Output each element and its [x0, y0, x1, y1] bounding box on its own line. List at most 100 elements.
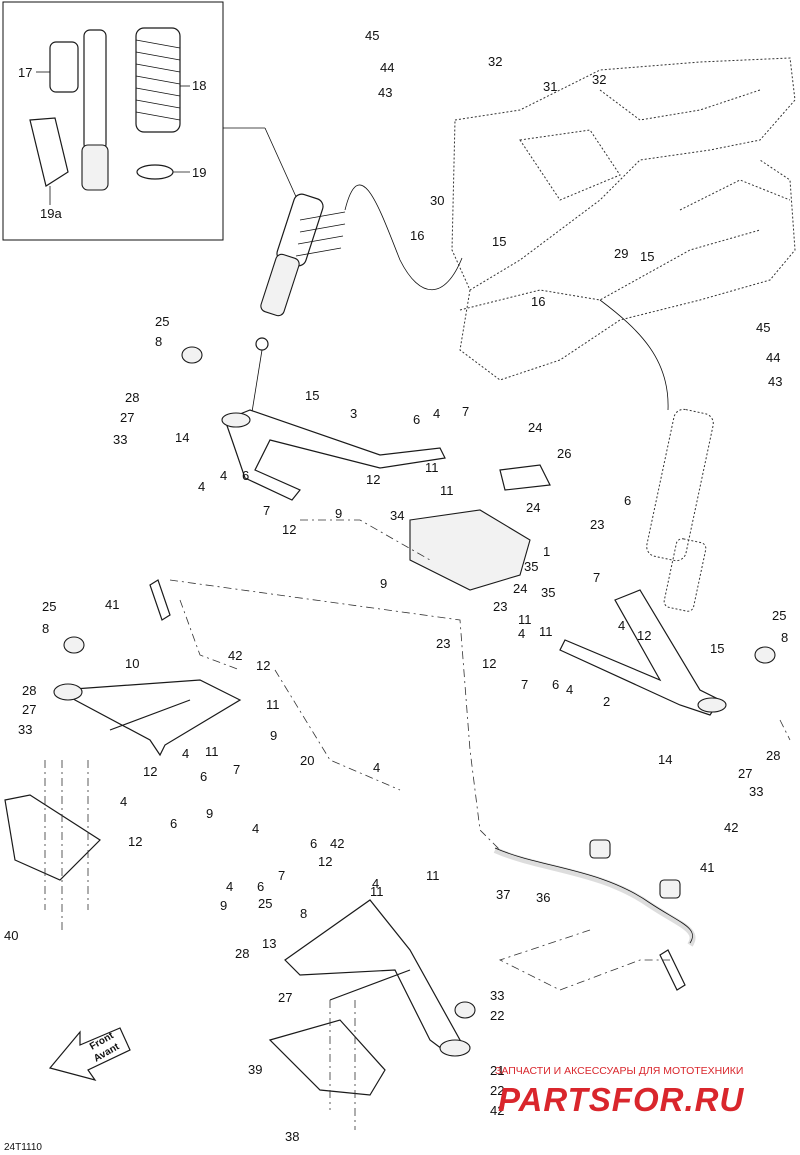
sway-link-left: [149, 579, 171, 621]
callout-42: 42: [724, 820, 738, 835]
callout-4: 4: [618, 618, 625, 633]
callout-7: 7: [521, 677, 528, 692]
callout-28: 28: [22, 683, 36, 698]
callout-33: 33: [490, 988, 504, 1003]
callout-6: 6: [200, 769, 207, 784]
callout-33: 33: [749, 784, 763, 799]
callout-4: 4: [566, 682, 573, 697]
callout-33: 33: [113, 432, 127, 447]
callout-28: 28: [125, 390, 139, 405]
callout-15: 15: [640, 249, 654, 264]
callout-12: 12: [366, 472, 380, 487]
diagram-code: 24T1110: [4, 1142, 42, 1153]
callout-4: 4: [433, 406, 440, 421]
assembly-lines: [44, 519, 791, 1130]
callout-12: 12: [637, 628, 651, 643]
callout-44: 44: [766, 350, 780, 365]
callout-6: 6: [170, 816, 177, 831]
callout-4: 4: [226, 879, 233, 894]
callout-6: 6: [242, 468, 249, 483]
callout-11: 11: [266, 697, 280, 712]
callout-45: 45: [365, 28, 379, 43]
shock-route-curve: [344, 184, 463, 290]
callout-24: 24: [526, 500, 540, 515]
callout-40: 40: [4, 928, 18, 943]
callout-41: 41: [700, 860, 714, 875]
callout-41: 41: [105, 597, 119, 612]
callout-37: 37: [496, 887, 510, 902]
sway-link-right: [659, 949, 686, 991]
callout-25: 25: [155, 314, 169, 329]
callout-24: 24: [528, 420, 542, 435]
callout-8: 8: [300, 906, 307, 921]
callout-25: 25: [42, 599, 56, 614]
callout-4: 4: [372, 876, 379, 891]
callout-4: 4: [518, 626, 525, 641]
shock-body: [83, 29, 107, 151]
callout-32: 32: [592, 72, 606, 87]
callout-8: 8: [42, 621, 49, 636]
ball-joints: [63, 346, 776, 1019]
callout-4: 4: [220, 468, 227, 483]
callout-39: 39: [248, 1062, 262, 1077]
inset-frame: [2, 1, 224, 241]
callout-27: 27: [278, 990, 292, 1005]
callout-25: 25: [772, 608, 786, 623]
callout-43: 43: [768, 374, 782, 389]
callout-4: 4: [373, 760, 380, 775]
callout-4: 4: [198, 479, 205, 494]
callout-4: 4: [120, 794, 127, 809]
center-bracket: [409, 464, 551, 591]
callout-27: 27: [738, 766, 752, 781]
shock-reservoir: [49, 41, 79, 93]
callout-15: 15: [492, 234, 506, 249]
front-shock-left: [255, 193, 346, 351]
sway-bar: [493, 847, 696, 947]
skid-plate-right: [268, 1019, 386, 1096]
callout-12: 12: [128, 834, 142, 849]
callout-11: 11: [426, 868, 440, 883]
callout-34: 34: [390, 508, 404, 523]
callout-13: 13: [262, 936, 276, 951]
callout-6: 6: [552, 677, 559, 692]
callout-11: 11: [205, 744, 219, 759]
callout-1: 1: [543, 544, 550, 559]
callout-9: 9: [270, 728, 277, 743]
watermark-logo: PARTSFOR.RU: [498, 1081, 744, 1118]
callout-22: 22: [490, 1083, 504, 1098]
callout-44: 44: [380, 60, 394, 75]
callout-7: 7: [233, 762, 240, 777]
callout-9: 9: [380, 576, 387, 591]
callout-2: 2: [603, 694, 610, 709]
callout-12: 12: [282, 522, 296, 537]
callout-27: 27: [22, 702, 36, 717]
callout-11: 11: [425, 460, 439, 475]
callout-14: 14: [175, 430, 189, 445]
callout-6: 6: [624, 493, 631, 508]
callout-28: 28: [235, 946, 249, 961]
callout-36: 36: [536, 890, 550, 905]
callout-19a: 19a: [40, 206, 62, 221]
front-shock-right: [646, 408, 714, 612]
vehicle-frame: [451, 57, 796, 381]
callout-15: 15: [305, 388, 319, 403]
front-direction-arrow: Front Avant: [48, 1027, 131, 1082]
callout-23: 23: [590, 517, 604, 532]
shock-parts-inset: 17 18 19 19a: [2, 1, 224, 241]
callout-43: 43: [378, 85, 392, 100]
callout-45: 45: [756, 320, 770, 335]
callout-3: 3: [350, 406, 357, 421]
callout-8: 8: [155, 334, 162, 349]
callout-26: 26: [557, 446, 571, 461]
callout-35: 35: [524, 559, 538, 574]
callout-23: 23: [436, 636, 450, 651]
callout-12: 12: [318, 854, 332, 869]
callout-33: 33: [18, 722, 32, 737]
watermark: ЗАПЧАСТИ И АКСЕССУАРЫ ДЛЯ МОТОТЕХНИКИ PA…: [495, 1065, 744, 1118]
callout-16: 16: [531, 294, 545, 309]
callout-7: 7: [278, 868, 285, 883]
callout-29: 29: [614, 246, 628, 261]
callout-42: 42: [330, 836, 344, 851]
